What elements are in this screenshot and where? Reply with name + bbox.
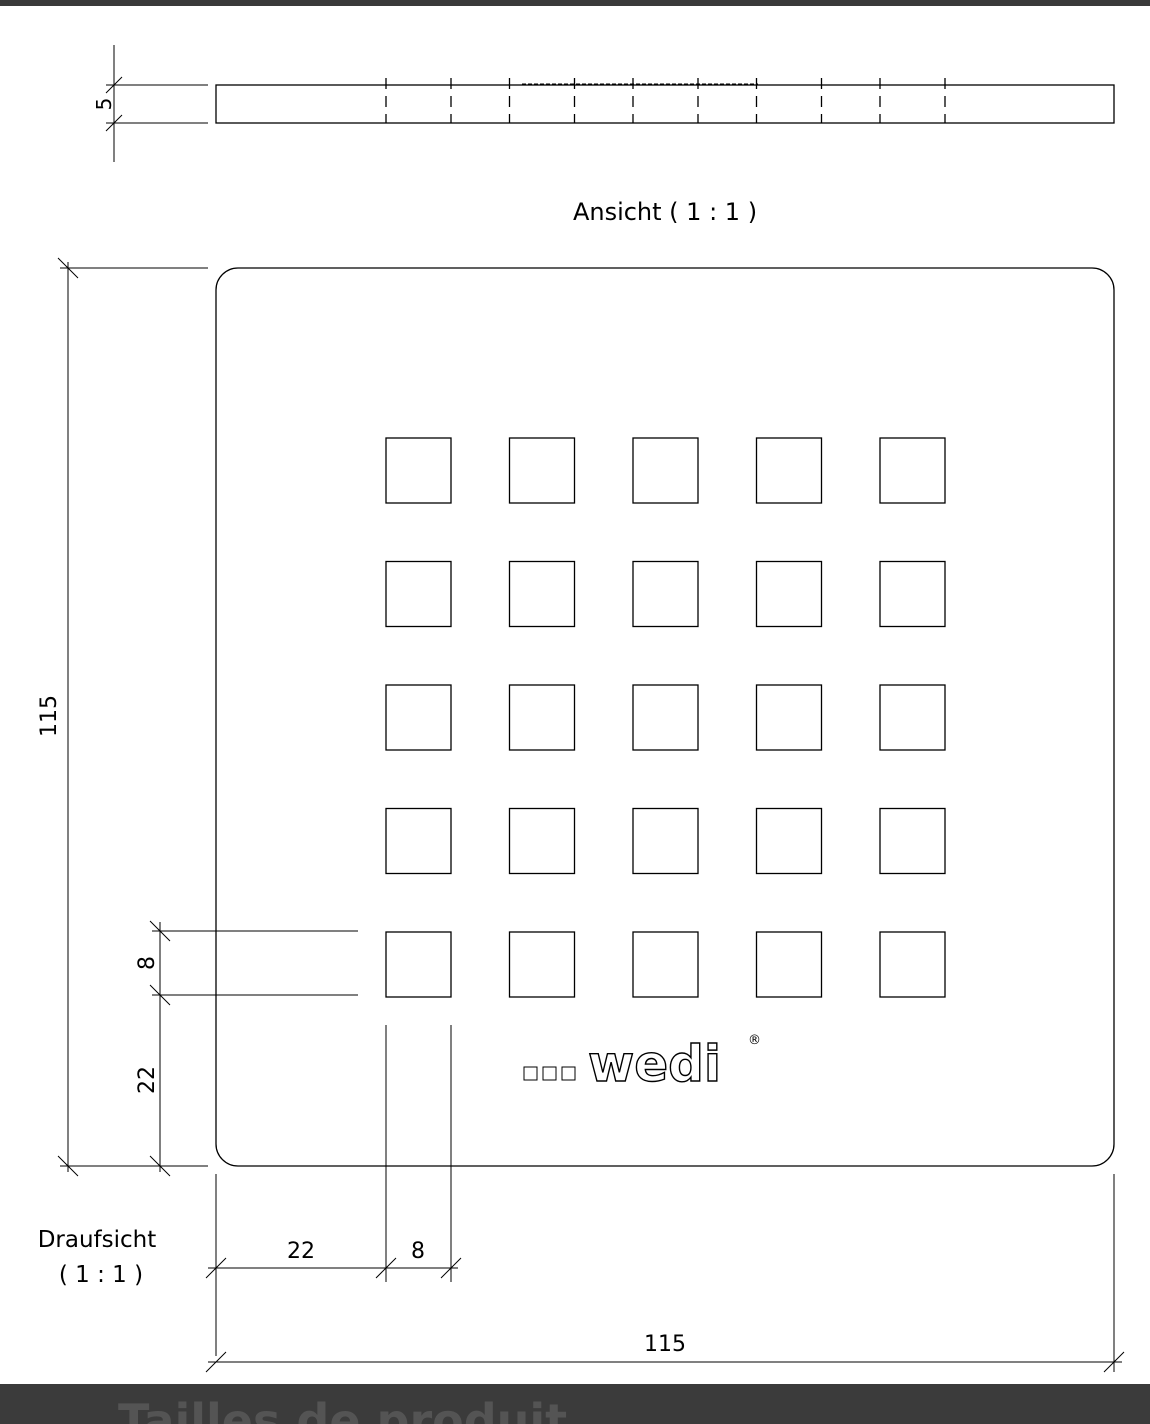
hole-square [632, 684, 699, 751]
height-dim-value: 115 [37, 695, 62, 737]
width-tick-left [205, 1351, 227, 1373]
hole-square [385, 684, 452, 751]
margin-vertical-value: 22 [135, 1066, 160, 1094]
logo-text: wedi [588, 1035, 721, 1093]
height-tick-top [57, 257, 79, 279]
logo-square-1 [523, 1066, 538, 1081]
top-bar [0, 0, 1150, 6]
hole-square [508, 684, 576, 751]
hole-square [879, 437, 946, 504]
hole-square [632, 437, 699, 504]
hole-square [385, 437, 452, 504]
logo-registered-mark: ® [748, 1033, 761, 1048]
hole-square [632, 560, 699, 628]
margin-horizontal-value: 22 [287, 1239, 315, 1264]
width-tick-right [1103, 1351, 1125, 1373]
side-view-plate [215, 84, 1115, 124]
side-view-hidden-holes [385, 78, 946, 123]
hole-square [755, 931, 823, 998]
side-view-label: Ansicht ( 1 : 1 ) [573, 198, 757, 226]
technical-drawing: 5 Ansicht ( 1 : 1 ) wedi ® 115 8 22 [37, 45, 1125, 1373]
margin-tick-left [205, 1257, 227, 1279]
logo-square-2 [542, 1066, 557, 1081]
hole-tick-left [375, 1257, 397, 1279]
top-view-plate [215, 267, 1115, 1167]
hole-square [385, 931, 452, 998]
logo-square-3 [561, 1066, 576, 1081]
height-tick-bottom [57, 1155, 79, 1177]
hole-size-horizontal-value: 8 [411, 1239, 425, 1264]
hole-tick-right [440, 1257, 462, 1279]
hole-square [879, 684, 946, 751]
hole-square [755, 684, 823, 751]
hole-square [755, 560, 823, 628]
hole-square [879, 807, 946, 875]
hole-tick-bottom [149, 984, 171, 1006]
thickness-tick-top [105, 76, 123, 94]
hole-grid [385, 437, 946, 998]
top-view-label-line1: Draufsicht [38, 1227, 157, 1253]
side-view: 5 Ansicht ( 1 : 1 ) [92, 45, 1115, 226]
hole-square [508, 560, 576, 628]
wedi-logo: wedi ® [523, 1033, 761, 1094]
hole-square [879, 560, 946, 628]
hole-square [385, 560, 452, 628]
margin-tick-bottom [149, 1155, 171, 1177]
hole-square [385, 807, 452, 875]
hole-square [879, 931, 946, 998]
hole-square [508, 437, 576, 504]
thickness-tick-bottom [105, 114, 123, 132]
hole-square [508, 931, 576, 998]
top-view-label-line2: ( 1 : 1 ) [59, 1262, 143, 1288]
top-view: wedi ® 115 8 22 22 8 115 [37, 257, 1125, 1373]
hole-tick-top [149, 920, 171, 942]
bottom-bar: Tailles de produit [0, 1384, 1150, 1424]
hole-square [632, 807, 699, 875]
hole-square [632, 931, 699, 998]
hole-square [508, 807, 576, 875]
width-dim-value: 115 [644, 1332, 686, 1357]
hole-square [755, 437, 823, 504]
hole-square [755, 807, 823, 875]
thickness-dim-value: 5 [92, 98, 116, 111]
hole-size-vertical-value: 8 [135, 956, 160, 970]
section-heading: Tailles de produit [118, 1394, 568, 1424]
